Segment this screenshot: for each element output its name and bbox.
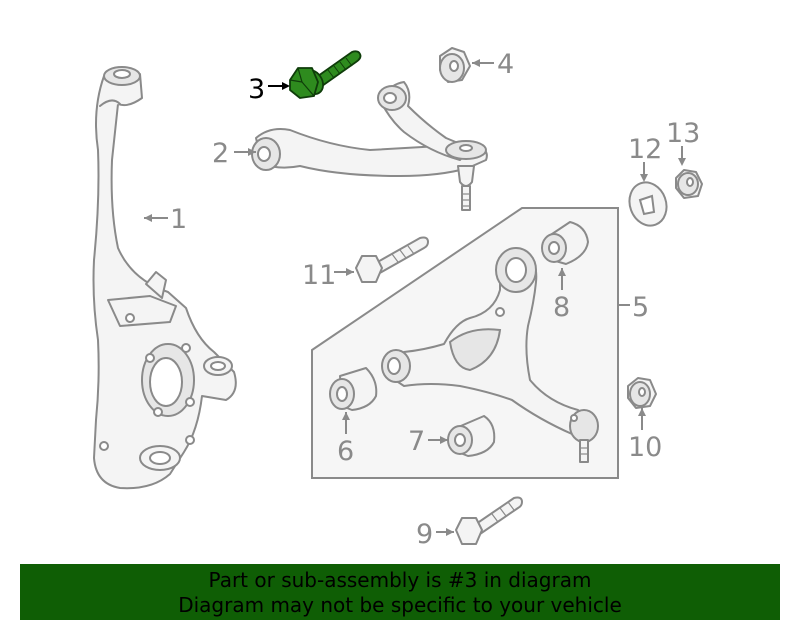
callout-10: 10: [628, 432, 662, 463]
banner-line-2: Diagram may not be specific to your vehi…: [178, 593, 622, 617]
banner-line-1: Part or sub-assembly is #3 in diagram: [208, 568, 592, 592]
bushing-part-6: [329, 367, 378, 411]
bushing-part-8: [541, 221, 589, 265]
callout-12: 12: [628, 134, 662, 165]
bolt-part-9: [455, 496, 523, 545]
callout-13: 13: [666, 118, 700, 149]
callout-7: 7: [408, 426, 425, 457]
bolt-part-11: [355, 236, 429, 283]
parts-diagram: 1 2 3 4 5: [92, 47, 703, 550]
lower-control-arm: [381, 247, 599, 463]
callout-11: 11: [302, 260, 336, 291]
nut-part-13: [675, 169, 703, 199]
upper-control-arm: [251, 81, 488, 211]
highlighted-bolt-part-3: [289, 50, 362, 99]
callout-8: 8: [553, 292, 570, 323]
callout-1: 1: [170, 204, 187, 235]
callout-4: 4: [497, 49, 514, 80]
flange-nut-part-4: [439, 47, 471, 83]
callout-9: 9: [416, 519, 433, 550]
flange-nut-part-10: [627, 377, 657, 409]
callout-2: 2: [212, 138, 229, 169]
callout-3: 3: [248, 74, 265, 105]
steering-knuckle: [92, 66, 237, 490]
cam-washer-part-12: [628, 181, 668, 227]
notice-banner: Part or sub-assembly is #3 in diagram Di…: [20, 564, 780, 620]
callout-5: 5: [632, 292, 649, 323]
callout-6: 6: [337, 436, 354, 467]
